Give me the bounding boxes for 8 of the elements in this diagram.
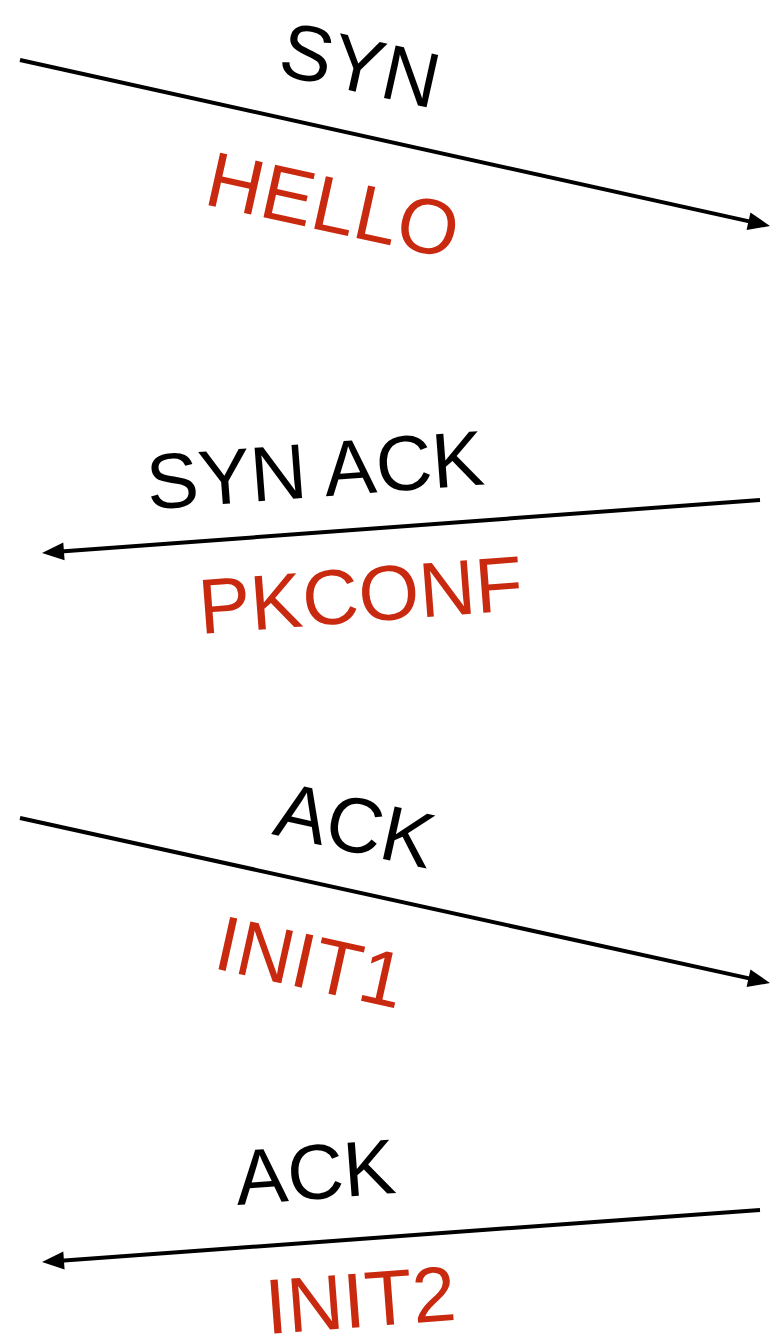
message-name: INIT2 [261,1253,458,1341]
signal-name: ACK [268,769,442,881]
signal-name: ACK [232,1127,399,1217]
message-name: PKCONF [195,543,525,647]
signal-name: SYN ACK [143,418,487,522]
message-name: HELLO [199,139,467,271]
signal-name: SYN [273,9,447,121]
message-name: INIT1 [208,903,412,1021]
